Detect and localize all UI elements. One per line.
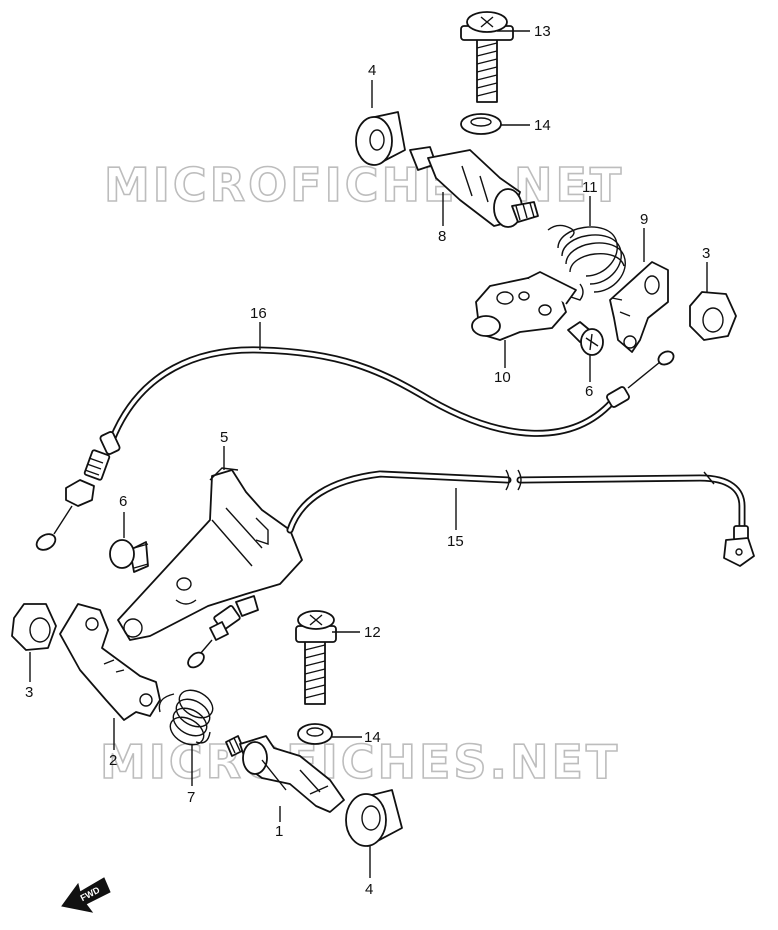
callout-3-top: 3 xyxy=(702,245,710,262)
callout-8: 8 xyxy=(438,228,446,245)
callout-2: 2 xyxy=(109,752,117,769)
part-7-spring xyxy=(158,689,214,746)
part-9-arm-plate xyxy=(609,261,669,353)
part-6-screw-lower xyxy=(109,539,149,573)
part-16-cable xyxy=(35,346,675,551)
fwd-arrow-icon: FWD xyxy=(61,877,111,913)
part-15-cable xyxy=(187,469,755,669)
callout-11: 11 xyxy=(582,179,598,196)
watermark-bottom: MICROFICHES.NET xyxy=(100,735,620,789)
callout-3-lower: 3 xyxy=(25,684,33,701)
part-13-bolt xyxy=(460,11,514,103)
part-2-arm-plate xyxy=(59,603,161,721)
part-4-oil-seal-top xyxy=(355,111,406,166)
part-10-lever-bracket xyxy=(471,271,577,341)
part-8-shaft xyxy=(409,146,539,228)
callout-14-lower: 14 xyxy=(364,729,381,746)
callouts: 13 4 14 11 9 8 3 16 10 6 5 6 15 12 3 14 … xyxy=(25,23,710,898)
part-3-nut-top xyxy=(689,291,737,341)
part-4-oil-seal-lower xyxy=(345,789,403,847)
callout-4-lower: 4 xyxy=(365,881,373,898)
callout-12: 12 xyxy=(364,624,381,641)
callout-4-top: 4 xyxy=(368,62,376,79)
callout-1: 1 xyxy=(275,823,283,840)
part-14-washer-top xyxy=(460,113,502,135)
part-12-bolt xyxy=(295,610,337,705)
callout-6-lower: 6 xyxy=(119,493,127,510)
callout-5: 5 xyxy=(220,429,228,446)
part-14-washer-lower xyxy=(297,723,333,745)
part-11-spring xyxy=(547,224,626,301)
callout-15: 15 xyxy=(447,533,464,550)
leader-lines xyxy=(29,30,708,878)
callout-6-upper: 6 xyxy=(585,383,593,400)
watermark-top: MICROFICHES.NET xyxy=(104,158,624,212)
callout-9: 9 xyxy=(640,211,648,228)
part-5-bracket xyxy=(117,467,303,641)
callout-16: 16 xyxy=(250,305,267,322)
callout-7: 7 xyxy=(187,789,195,806)
callout-10: 10 xyxy=(494,369,511,386)
callout-13: 13 xyxy=(534,23,551,40)
part-1-shaft xyxy=(225,735,345,813)
part-3-nut-lower xyxy=(11,603,57,651)
callout-14-top: 14 xyxy=(534,117,551,134)
part-6-screw-upper xyxy=(567,321,604,356)
